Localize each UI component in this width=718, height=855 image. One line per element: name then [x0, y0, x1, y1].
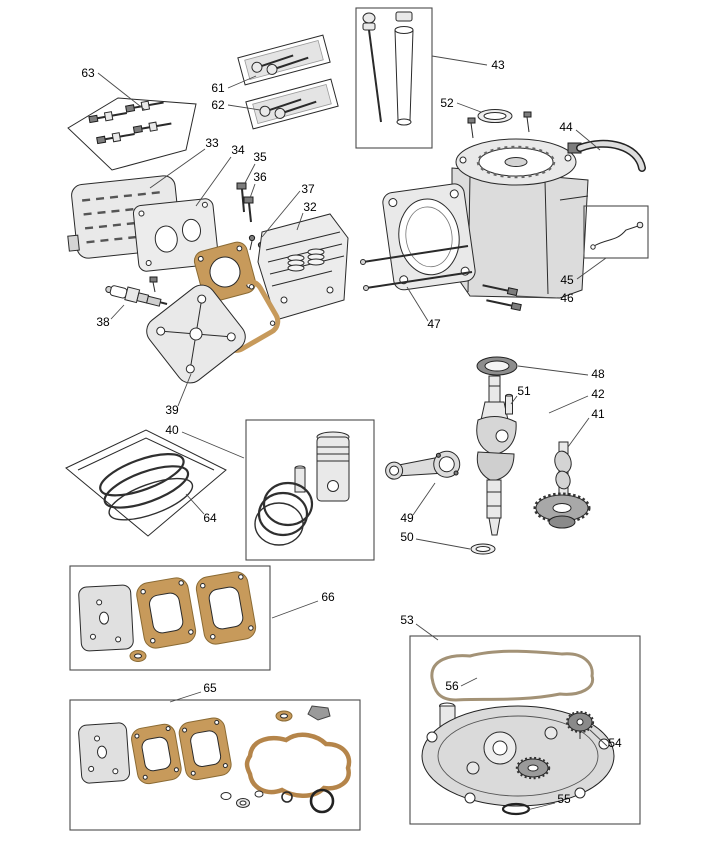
part-group-gasket-set-65 — [69, 699, 361, 831]
callout-46: 46 — [560, 291, 574, 305]
part-group-gasket-ring-52 — [477, 109, 513, 123]
callout-38: 38 — [96, 315, 110, 329]
leader-38 — [110, 304, 125, 320]
leader-lines — [97, 55, 608, 811]
part-group-piston-kit-40 — [245, 419, 375, 561]
leader-63 — [97, 72, 146, 111]
callout-56: 56 — [445, 679, 459, 693]
leader-50 — [415, 538, 471, 550]
part-group-cylinder-head-32 — [257, 213, 349, 321]
leader-46 — [515, 295, 558, 299]
part-group-bolt-35 — [236, 182, 247, 213]
leader-33 — [149, 148, 206, 189]
callout-36: 36 — [253, 170, 267, 184]
leader-32 — [296, 212, 304, 231]
part-group-dipstick-43 — [355, 7, 433, 149]
part-group-studs-47 — [360, 245, 473, 291]
callout-52: 52 — [440, 96, 454, 110]
part-group-bolts-46 — [482, 284, 522, 312]
callout-66: 66 — [321, 590, 335, 604]
part-group-washer-50 — [470, 543, 496, 555]
callout-61: 61 — [211, 81, 225, 95]
part-group-stud-kit-63 — [67, 97, 197, 171]
leader-39 — [177, 373, 192, 407]
part-group-gasket-set-66 — [69, 565, 271, 671]
callout-45: 45 — [560, 273, 574, 287]
part-group-valve-cover-39 — [146, 284, 246, 384]
leader-66 — [271, 600, 319, 619]
part-group-pipe-44 — [567, 139, 646, 172]
part-group-valve-pack-61 — [237, 34, 331, 86]
leader-40 — [181, 431, 245, 459]
leader-55 — [526, 802, 556, 811]
leader-64 — [185, 493, 205, 515]
leader-54 — [589, 729, 608, 747]
callout-48: 48 — [591, 367, 605, 381]
part-group-governor-link-45 — [583, 205, 649, 259]
leader-48 — [517, 365, 589, 376]
leader-62 — [227, 104, 261, 111]
callout-34: 34 — [231, 143, 245, 157]
leader-65 — [169, 691, 202, 703]
callout-65: 65 — [203, 681, 217, 695]
part-governor-gear-54 — [565, 710, 595, 739]
leader-44 — [575, 129, 601, 151]
leader-51 — [510, 395, 518, 405]
part-o-ring-55 — [501, 802, 531, 816]
callout-37: 37 — [301, 182, 315, 196]
callout-62: 62 — [211, 98, 225, 112]
part-group-valve-pack-62 — [245, 78, 339, 130]
callout-42: 42 — [591, 387, 605, 401]
leader-37 — [261, 190, 301, 238]
callout-54: 54 — [608, 736, 622, 750]
callout-55: 55 — [557, 792, 571, 806]
leader-61 — [227, 75, 257, 89]
part-group-connecting-rod-49 — [385, 450, 461, 480]
callout-32: 32 — [303, 200, 317, 214]
callout-51: 51 — [517, 384, 531, 398]
part-group-bolt-36 — [243, 196, 254, 223]
callout-47: 47 — [427, 317, 441, 331]
part-group-key-pin-51 — [505, 393, 513, 415]
leader-52 — [456, 102, 482, 113]
callout-53: 53 — [400, 613, 414, 627]
part-group-oil-pan-53 — [409, 635, 641, 825]
callout-labels: 63 61 62 43 52 44 33 34 35 36 37 32 45 4… — [81, 58, 622, 806]
leader-34 — [195, 156, 232, 207]
part-group-crankcase-block — [382, 111, 589, 299]
leader-47 — [406, 286, 429, 322]
part-group-crankshaft-42 — [476, 375, 517, 536]
leader-42 — [548, 395, 589, 414]
leader-53 — [415, 623, 439, 641]
leader-36 — [249, 183, 256, 199]
leader-45 — [576, 257, 607, 280]
callout-40: 40 — [165, 423, 179, 437]
callout-44: 44 — [559, 120, 573, 134]
part-group-ring-set-64 — [65, 429, 227, 537]
callout-64: 64 — [203, 511, 217, 525]
part-group-oil-seal-48 — [476, 356, 518, 376]
callout-39: 39 — [165, 403, 179, 417]
callout-33: 33 — [205, 136, 219, 150]
leader-35 — [244, 163, 256, 184]
leader-41 — [567, 417, 590, 448]
leader-43 — [431, 55, 488, 66]
callout-63: 63 — [81, 66, 95, 80]
leader-49 — [412, 482, 436, 516]
part-pan-gasket-56 — [430, 649, 595, 702]
part-group-spark-plug-38 — [105, 285, 168, 307]
leader-56 — [460, 677, 478, 687]
callout-49: 49 — [400, 511, 414, 525]
part-group-small-bolt-38b — [149, 276, 158, 293]
callout-43: 43 — [491, 58, 505, 72]
part-group-muffler-plate-34 — [132, 198, 219, 272]
callout-41: 41 — [591, 407, 605, 421]
callout-35: 35 — [253, 150, 267, 164]
part-group-camshaft-41 — [533, 441, 591, 529]
callout-50: 50 — [400, 530, 414, 544]
